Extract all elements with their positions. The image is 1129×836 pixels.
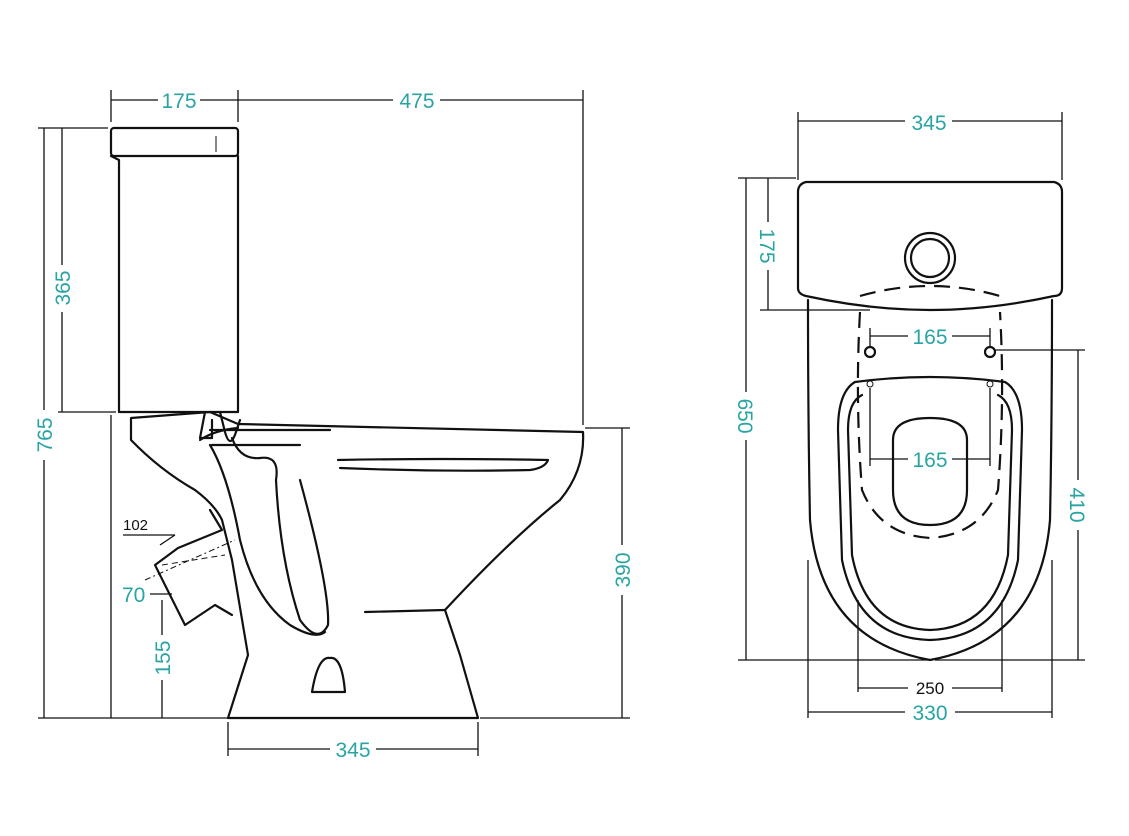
side-tank xyxy=(109,126,240,414)
dim-outlet-height: 155 xyxy=(152,640,175,675)
top-dim-hinge: 165 xyxy=(869,326,991,349)
top-dim-bottom: 250 330 xyxy=(807,560,1053,725)
dim-hinge-spacing: 165 xyxy=(912,326,947,349)
dim-top-tank-width: 345 xyxy=(911,112,946,135)
top-dim-fixing: 165 xyxy=(869,388,991,472)
dim-outlet-diameter: 102 xyxy=(123,517,148,534)
top-dim-left: 175 650 xyxy=(733,177,928,661)
top-tank xyxy=(796,180,1064,312)
side-dim-right: 390 xyxy=(480,427,635,719)
hinge-hole-right-icon xyxy=(983,345,997,359)
dim-base-width: 345 xyxy=(335,739,370,762)
dim-bowl-width: 330 xyxy=(912,702,947,725)
dim-bowl-height: 390 xyxy=(612,552,635,587)
dim-seat-width: 250 xyxy=(916,679,944,698)
dim-overall-length: 650 xyxy=(733,398,756,433)
dim-tank-depth: 175 xyxy=(161,90,196,113)
dim-fixing-spacing: 165 xyxy=(912,449,947,472)
dim-tank-height: 365 xyxy=(52,270,75,305)
flush-button-icon xyxy=(903,231,957,285)
side-dim-left: 365 765 102 70 155 xyxy=(34,127,228,719)
top-dim-right: 410 xyxy=(935,349,1088,661)
side-dim-bottom: 345 xyxy=(227,722,479,762)
side-view: 175 475 365 765 102 70 155 xyxy=(34,90,635,762)
dim-top-tank-depth: 175 xyxy=(755,228,778,263)
dim-overall-depth: 475 xyxy=(399,90,434,113)
side-bowl xyxy=(129,410,585,720)
dim-overall-height: 765 xyxy=(34,417,57,452)
dim-hinge-to-front: 410 xyxy=(1065,487,1088,522)
top-dim-top: 345 xyxy=(797,112,1063,180)
top-bowl xyxy=(806,298,1054,662)
side-dim-top: 175 475 xyxy=(110,90,584,425)
hinge-hole-left-icon xyxy=(863,345,877,359)
top-view: 345 165 165 175 650 xyxy=(733,112,1088,725)
dim-outlet-inner: 70 xyxy=(122,584,145,607)
